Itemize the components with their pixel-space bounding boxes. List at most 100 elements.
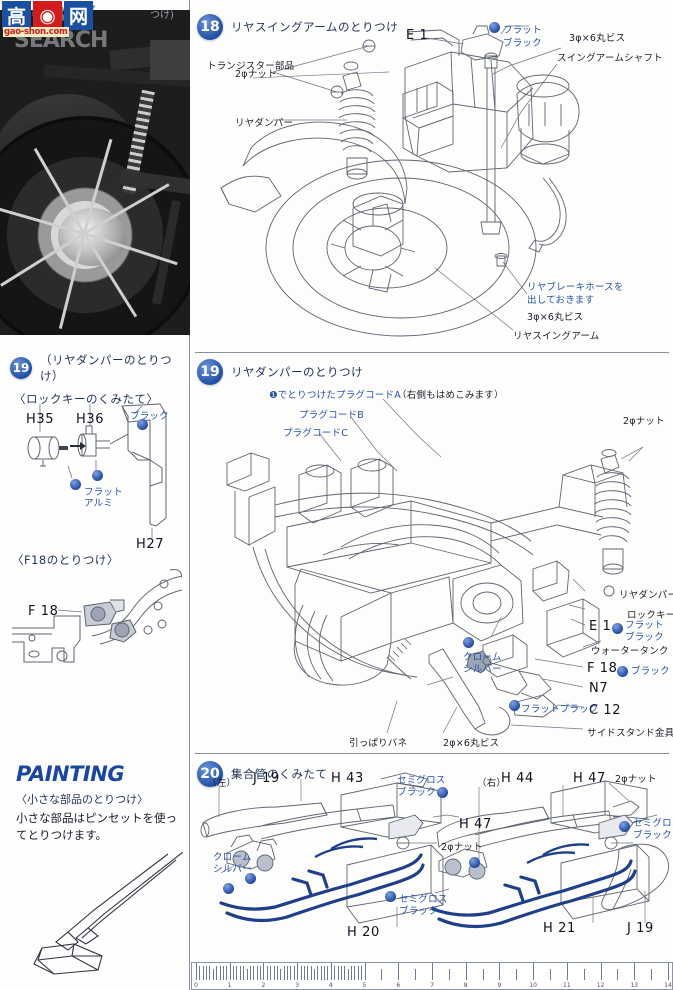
ruler-half-tick xyxy=(651,969,653,980)
step-20-label-j19-left: J 19 xyxy=(253,771,280,786)
lockkey-label-h36: H36 xyxy=(76,412,105,427)
ruler-half-tick xyxy=(617,969,619,980)
step-19-label-flat-black-2: ブラック xyxy=(625,632,664,643)
ruler-tick-label: 7 xyxy=(430,982,434,989)
ruler-mm-tick xyxy=(290,966,292,980)
step-19-badge: 19 xyxy=(197,359,223,385)
step-18-badge: 18 xyxy=(197,14,223,40)
step-18-title: リヤスイングアームのとりつけ xyxy=(231,20,399,34)
ruler-mm-tick xyxy=(249,966,251,980)
step-18-label-screw-3x6: 3φ×6丸ビス xyxy=(569,33,626,44)
ruler-mm-tick xyxy=(337,966,339,980)
ruler-major-tick xyxy=(533,963,535,980)
step-19-label-e1: E 1 xyxy=(589,619,612,634)
panel-divider-2 xyxy=(195,753,669,754)
paint-dot-flat-black-icon xyxy=(489,22,500,33)
ruler-tick-label: 6 xyxy=(396,982,401,989)
ruler-mm-tick xyxy=(320,966,322,980)
ruler-mm-tick xyxy=(357,966,359,980)
ruler-half-tick xyxy=(280,969,282,980)
step-19-label-lock-key: ロックキー xyxy=(627,610,673,621)
ruler-mm-tick xyxy=(260,966,262,980)
step-20-label-j19-right: J 19 xyxy=(627,921,654,936)
step-20-title: 集合管のくみたて xyxy=(231,767,328,781)
ruler-tick-label: 8 xyxy=(463,982,468,989)
ruler-mm-tick xyxy=(226,966,228,980)
step-20-label-h43: H 43 xyxy=(331,771,364,786)
paint-dot-chrome-silver-icon-2 xyxy=(223,883,234,894)
step-19-label-plug-b: プラグコードB xyxy=(299,410,364,421)
step-20-label-semigloss-r2: ブラック xyxy=(633,830,672,841)
step-19-label-black: ブラック xyxy=(631,666,670,677)
step-18-header: 18 リヤスイングアームのとりつけ xyxy=(197,14,398,40)
watermark-url: gao-shon.com xyxy=(3,27,69,37)
ruler-mm-tick xyxy=(243,966,245,980)
ruler-tick-label: 0 xyxy=(194,982,198,989)
watermark-logo-char-1: 高 xyxy=(2,1,31,30)
lockkey-label-flat-alumi-1: フラット xyxy=(84,487,123,498)
ruler-half-tick xyxy=(246,969,248,980)
step-19-label-f18: F 18 xyxy=(587,661,618,676)
ruler-half-tick xyxy=(347,969,349,980)
sidebar-f18-section: 〈F18のとりつけ〉 xyxy=(12,552,182,663)
panel-divider-1 xyxy=(195,352,669,353)
step-18-label-flat-black-2: ブラック xyxy=(503,38,542,49)
ruler-mm-tick xyxy=(293,966,295,980)
step-20-label-h20: H 20 xyxy=(347,925,380,940)
ruler-major-tick xyxy=(263,963,265,980)
sidebar-step-19-lockkey: 19 （リヤダンパーのとりつけ） 〈ロックキーのくみたて〉 xyxy=(10,352,182,552)
ruler-tick-label: 9 xyxy=(497,982,502,989)
lockkey-label-black: ブラック xyxy=(130,411,169,422)
paint-dot-semigloss-black-icon-3 xyxy=(619,821,630,832)
ruler-tick-label: 5 xyxy=(362,982,367,989)
sidebar-step-19-title: （リヤダンパーのとりつけ） xyxy=(40,353,173,383)
paint-dot-black-icon xyxy=(617,666,628,677)
lockkey-label-h27: H27 xyxy=(136,537,165,552)
ruler-mm-tick xyxy=(206,966,208,980)
paint-dot-chrome-silver-icon-3 xyxy=(469,857,480,868)
step-18-label-nut2: 2φナット xyxy=(235,69,277,80)
step-19-label-rear-damper: リヤダンパー xyxy=(619,590,673,601)
ruler-mm-tick xyxy=(307,966,309,980)
tweezers-illustration xyxy=(8,852,183,980)
ruler-mm-tick xyxy=(334,966,336,980)
step-20-label-chrome-silver-1: クローム xyxy=(213,852,252,863)
ruler-tick-label: 13 xyxy=(630,982,639,989)
paint-dot-chrome-silver-icon xyxy=(245,873,256,884)
step-19-header: 19 リヤダンパーのとりつけ xyxy=(197,359,363,385)
step-18-label-e1: E 1 xyxy=(406,28,429,43)
step-19-label-chrome-silver-1: クローム xyxy=(463,652,502,663)
ruler-mm-tick xyxy=(273,966,275,980)
paint-dot-flat-alumi-icon xyxy=(92,470,103,481)
ruler-mm-tick xyxy=(287,966,289,980)
painting-section: PAINTING 〈小さな部品のとりつけ〉 小さな部品はピンセットを使ってとりつ… xyxy=(16,762,184,843)
step-19-label-plug-c: プラグコードC xyxy=(283,428,349,439)
step-20-label-semigloss-1: セミグロス xyxy=(397,775,446,786)
ruler-mm-tick xyxy=(216,966,218,980)
watermark-logo: 高 ◉ 网 xyxy=(2,1,95,30)
sidebar-step-19-subtitle: 〈ロックキーのくみたて〉 xyxy=(14,392,159,406)
step-19-diagram xyxy=(191,355,673,755)
step-20-label-semigloss-b1: セミグロス xyxy=(399,894,448,905)
ruler-half-tick xyxy=(482,969,484,980)
ruler-major-tick xyxy=(600,963,602,980)
step-20-label-semigloss-2: ブラック xyxy=(397,787,436,798)
step-19-label-screw-2x6: 2φ×6丸ビス xyxy=(443,738,500,749)
watermark-faint-text: つけ) xyxy=(150,10,174,21)
ruler-half-tick xyxy=(212,969,214,980)
ruler-mm-tick xyxy=(266,966,268,980)
ruler-mm-tick xyxy=(209,966,211,980)
ruler-mm-tick xyxy=(199,966,201,980)
ruler-major-tick xyxy=(499,963,501,980)
step-20-label-h21: H 21 xyxy=(543,921,576,936)
ruler-mm-tick xyxy=(344,966,346,980)
ruler-mm-tick xyxy=(303,966,305,980)
ruler-mm-tick xyxy=(270,966,272,980)
step-19-title: リヤダンパーのとりつけ xyxy=(231,365,364,379)
ruler-mm-tick xyxy=(202,966,204,980)
ruler-tick-label: 4 xyxy=(328,982,333,989)
paint-dot-secondary-icon xyxy=(70,479,81,490)
paint-dot-chrome-silver-icon xyxy=(463,637,474,648)
